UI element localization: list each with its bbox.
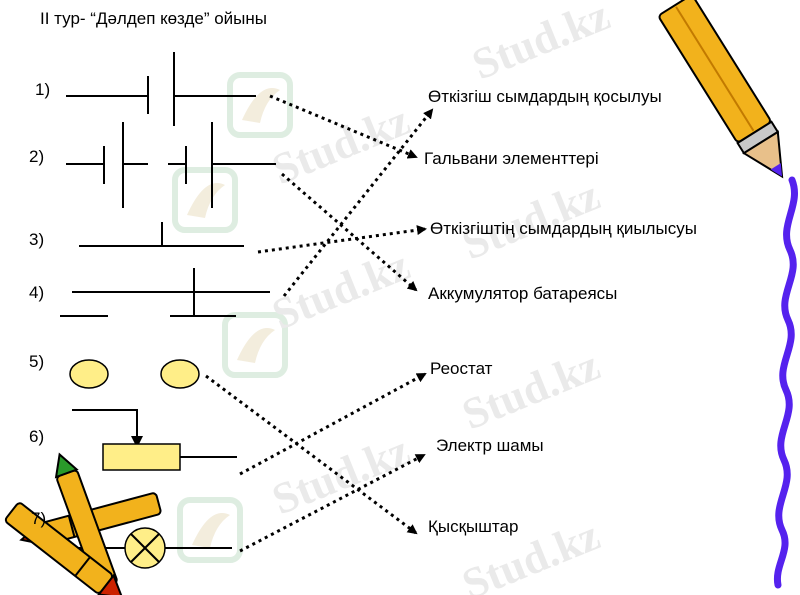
- crayons-icon: [4, 452, 162, 595]
- symbol-galvanic-cells: [66, 122, 276, 208]
- answer-label-rheostat: Реостат: [430, 359, 493, 378]
- watermark-text: Stud.kz: [455, 340, 606, 439]
- symbol-rheostat: [72, 409, 237, 471]
- watermark-text: Stud.kz: [465, 0, 616, 89]
- arrow-4-to-junction: [282, 108, 434, 297]
- row-number-7: 7): [31, 509, 47, 528]
- arrow-5-to-clamps: [205, 374, 418, 535]
- symbol-terminals: [69, 359, 200, 389]
- row-number-4: 4): [29, 283, 45, 302]
- symbol-wire-junction: [79, 222, 244, 247]
- arrow-1-to-galvanic: [269, 94, 418, 159]
- page-title: II тур- “Дәлдеп көзде” ойыны: [40, 9, 267, 28]
- arrow-layer: [205, 94, 434, 553]
- arrow-2-to-accumulator: [281, 172, 418, 292]
- watermark-logo: [227, 72, 293, 138]
- watermark-logo: [172, 167, 238, 233]
- pencil-icon: [658, 0, 784, 179]
- answer-label-lamp: Электр шамы: [436, 436, 544, 455]
- symbol-wire-crossing: [60, 268, 270, 317]
- row-number-3: 3): [29, 230, 45, 249]
- arrow-6-to-rheostat: [239, 372, 427, 476]
- row-number-1: 1): [35, 80, 51, 99]
- answer-label-crossing: Өткізгіштің сымдардың қиылысуы: [430, 219, 697, 238]
- answer-label-clamps: Қысқыштар: [428, 517, 519, 536]
- ribbon-decoration: [773, 176, 798, 589]
- watermark-logo: [222, 312, 288, 378]
- row-number-5: 5): [29, 352, 45, 371]
- answer-label-accumulator: Аккумулятор батареясы: [428, 284, 618, 303]
- row-number-2: 2): [29, 147, 45, 166]
- watermark-logo: [177, 497, 243, 563]
- row-number-6: 6): [29, 427, 45, 446]
- symbol-battery-cell: [66, 52, 256, 126]
- watermark-text: Stud.kz: [265, 425, 416, 524]
- arrow-3-to-crossing: [257, 225, 427, 254]
- answer-label-junction: Өткізгіш сымдардың қосылуы: [428, 87, 662, 106]
- answer-label-galvanic: Гальвани элементтері: [424, 149, 599, 168]
